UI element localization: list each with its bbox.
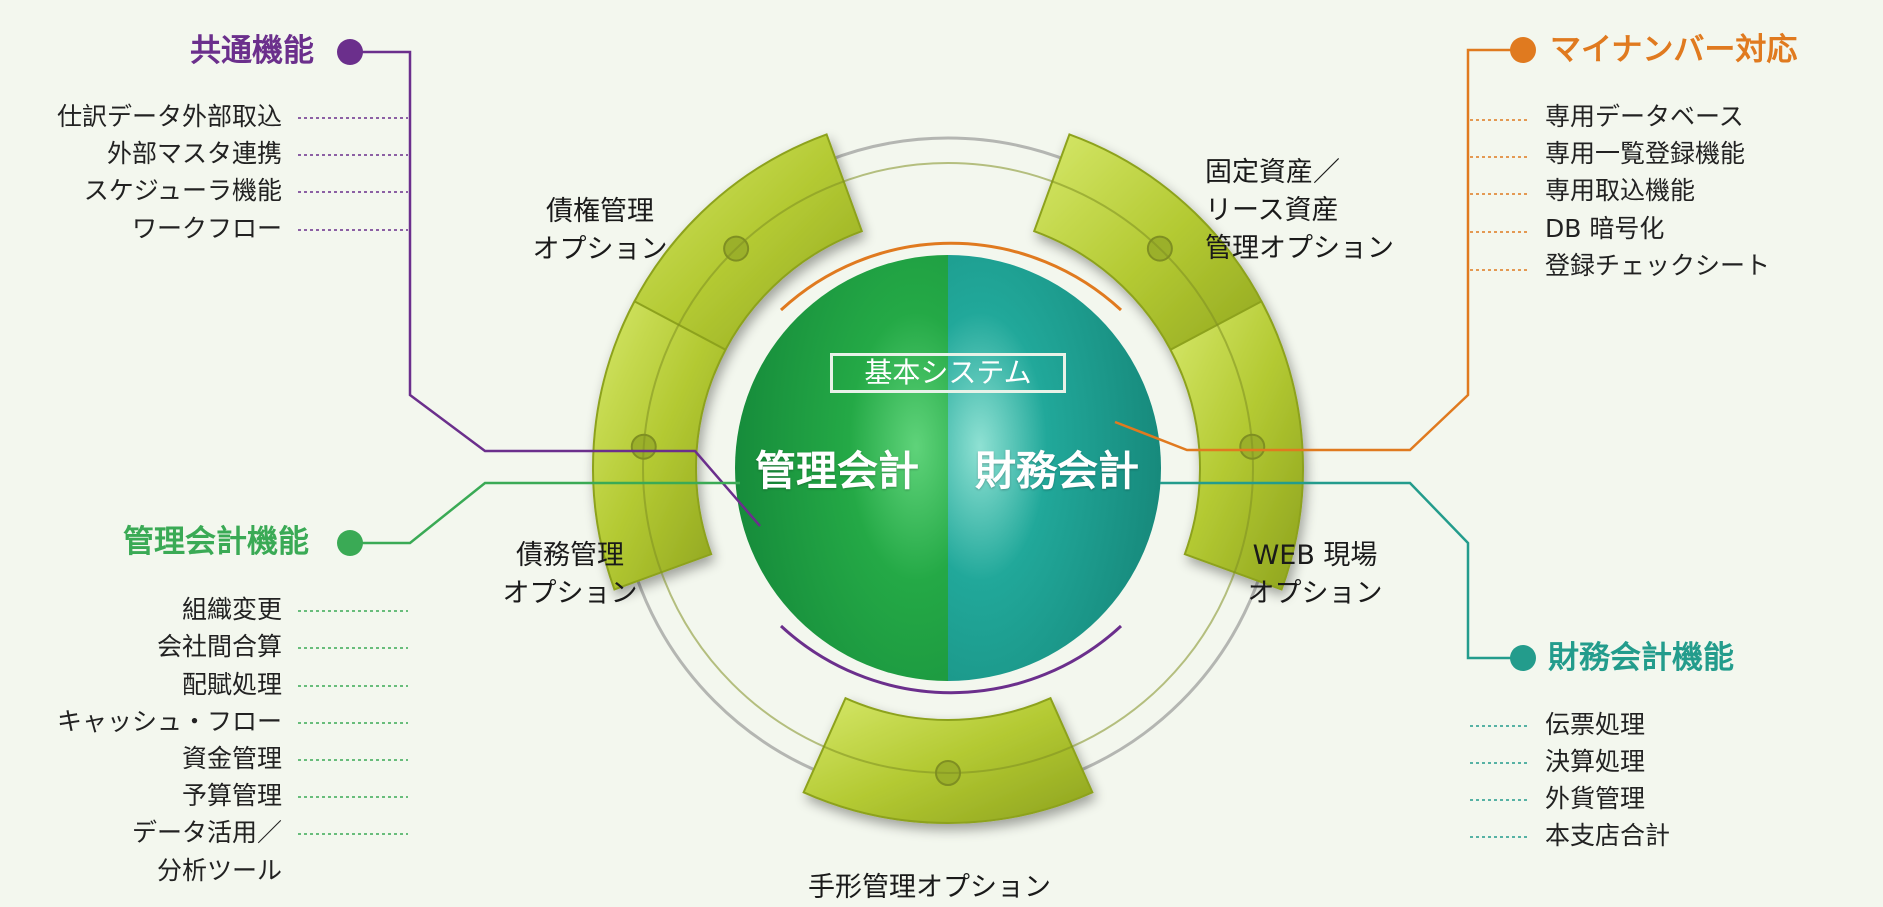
ring-segments bbox=[592, 133, 1304, 824]
finance-dot bbox=[1510, 645, 1536, 671]
finance-functions-title: 財務会計機能 bbox=[1548, 640, 1734, 676]
debt-option-segment bbox=[592, 299, 727, 591]
finance-function-item: 伝票処理 bbox=[1545, 710, 1646, 739]
debt-option-label: 債務管理 オプション bbox=[490, 537, 650, 613]
web-option-line: WEB 現場 bbox=[1252, 540, 1378, 571]
management-function-item: データ活用／ bbox=[131, 818, 282, 847]
mynumber-item: 専用一覧登録機能 bbox=[1545, 139, 1746, 168]
fixed-asset-option-line: 固定資産／ bbox=[1205, 157, 1340, 188]
management-function-item: 配賦処理 bbox=[181, 670, 282, 699]
financial-accounting-label: 財務会計 bbox=[975, 447, 1139, 495]
management-dot bbox=[337, 530, 363, 556]
web-option-segment bbox=[1169, 299, 1304, 591]
leader-lines bbox=[298, 117, 1530, 838]
web-option-line: オプション bbox=[1247, 578, 1383, 609]
finance-function-item: 決算処理 bbox=[1545, 747, 1646, 776]
finance-half bbox=[948, 255, 1161, 681]
mynumber-title: マイナンバー対応 bbox=[1550, 32, 1798, 68]
mynumber-dot bbox=[1510, 37, 1536, 63]
management-function-item: 資金管理 bbox=[181, 744, 282, 773]
management-function-item: 組織変更 bbox=[181, 595, 282, 624]
common-dot bbox=[337, 39, 363, 65]
management-half bbox=[735, 255, 948, 681]
mynumber-item: DB 暗号化 bbox=[1545, 214, 1665, 243]
management-accounting-label: 管理会計 bbox=[755, 447, 919, 495]
credit-option-label: 債権管理 オプション bbox=[520, 193, 680, 269]
management-function-item: 分析ツール bbox=[156, 856, 282, 885]
basic-system-label: 基本システム bbox=[830, 353, 1066, 393]
mynumber-arc bbox=[779, 241, 1123, 312]
finance-function-item: 本支店合計 bbox=[1545, 821, 1671, 850]
mynumber-item: 専用データベース bbox=[1545, 102, 1744, 131]
common-connector bbox=[352, 50, 761, 527]
management-function-item: 予算管理 bbox=[181, 781, 282, 810]
fixed-asset-option-line: リース資産 bbox=[1205, 195, 1339, 226]
management-connector bbox=[350, 481, 740, 545]
credit-option-line: オプション bbox=[532, 234, 668, 265]
credit-option-line: 債権管理 bbox=[546, 196, 654, 227]
web-option-label: WEB 現場 オプション bbox=[1235, 537, 1395, 613]
common-function-item: ワークフロー bbox=[131, 214, 282, 243]
management-function-item: キャッシュ・フロー bbox=[56, 707, 282, 736]
mid-ring-line bbox=[642, 162, 1254, 774]
common-arc bbox=[779, 624, 1123, 695]
management-functions-title: 管理会計機能 bbox=[123, 524, 309, 560]
debt-option-line: 債務管理 bbox=[516, 540, 624, 571]
finance-connector bbox=[1160, 481, 1520, 660]
mynumber-item: 専用取込機能 bbox=[1545, 176, 1696, 205]
common-function-item: スケジューラ機能 bbox=[83, 176, 282, 205]
finance-function-item: 外貨管理 bbox=[1545, 784, 1646, 813]
management-function-item: 会社間合算 bbox=[156, 632, 282, 661]
mynumber-item: 登録チェックシート bbox=[1545, 251, 1771, 280]
common-function-item: 外部マスタ連携 bbox=[106, 139, 282, 168]
fixed-asset-option-line: 管理オプション bbox=[1205, 233, 1394, 264]
bill-option-label: 手形管理オプション bbox=[808, 872, 1051, 903]
mynumber-connector bbox=[1114, 48, 1520, 452]
common-functions-title: 共通機能 bbox=[190, 33, 314, 69]
fixed-asset-option-label: 固定資産／ リース資産 管理オプション bbox=[1205, 154, 1435, 268]
common-function-item: 仕訳データ外部取込 bbox=[56, 102, 282, 131]
debt-option-line: オプション bbox=[502, 578, 638, 609]
